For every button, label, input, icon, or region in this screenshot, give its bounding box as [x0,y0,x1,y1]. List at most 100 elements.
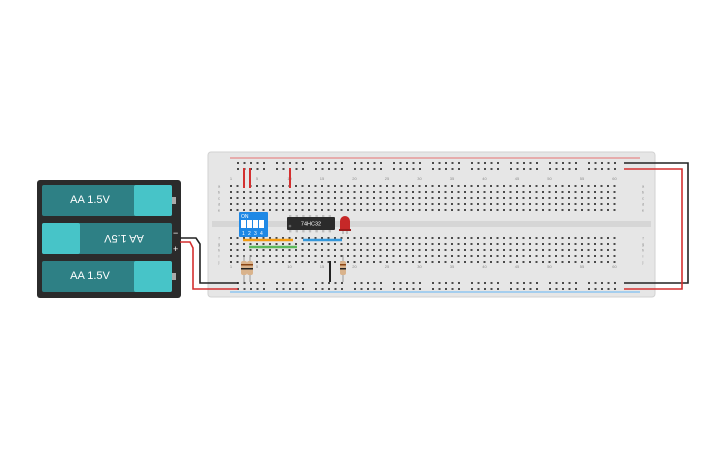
breadboard-hole[interactable] [373,185,375,187]
breadboard-hole[interactable] [347,197,349,199]
rail-hole[interactable] [328,162,330,164]
breadboard-hole[interactable] [444,237,447,239]
breadboard-hole[interactable] [249,203,252,205]
rail-hole[interactable] [282,288,285,290]
breadboard-hole[interactable] [535,261,538,263]
rail-hole[interactable] [341,282,343,284]
breadboard-hole[interactable] [587,237,590,239]
breadboard-hole[interactable] [470,249,473,251]
breadboard-hole[interactable] [483,209,486,211]
rail-hole[interactable] [321,162,324,164]
breadboard-hole[interactable] [613,185,616,187]
rail-hole[interactable] [445,162,447,164]
rail-hole[interactable] [497,168,499,170]
breadboard-hole[interactable] [522,185,525,187]
breadboard-hole[interactable] [379,209,382,211]
rail-hole[interactable] [295,282,298,284]
breadboard-hole[interactable] [451,197,453,199]
breadboard-hole[interactable] [230,191,232,193]
rail-hole[interactable] [451,168,454,170]
resistor-1[interactable] [241,255,247,282]
rail-hole[interactable] [250,282,252,284]
breadboard-hole[interactable] [464,255,466,257]
breadboard-hole[interactable] [431,255,434,257]
breadboard-hole[interactable] [392,197,395,199]
breadboard-hole[interactable] [438,203,440,205]
breadboard-hole[interactable] [529,261,531,263]
rail-hole[interactable] [568,162,571,164]
rail-hole[interactable] [516,288,519,290]
breadboard-hole[interactable] [243,209,245,211]
breadboard-hole[interactable] [314,203,317,205]
rail-hole[interactable] [412,162,415,164]
breadboard-hole[interactable] [230,185,232,187]
rail-hole[interactable] [393,282,395,284]
breadboard-hole[interactable] [243,237,245,239]
breadboard-hole[interactable] [464,185,466,187]
breadboard-hole[interactable] [483,197,486,199]
breadboard-hole[interactable] [334,203,336,205]
breadboard-hole[interactable] [483,243,486,245]
breadboard-hole[interactable] [256,191,258,193]
breadboard-hole[interactable] [509,255,512,257]
breadboard-hole[interactable] [581,203,583,205]
rail-hole[interactable] [250,288,252,290]
breadboard-hole[interactable] [477,261,479,263]
breadboard-hole[interactable] [366,203,369,205]
breadboard-hole[interactable] [353,237,356,239]
rail-hole[interactable] [393,288,395,290]
rail-hole[interactable] [419,282,421,284]
rail-hole[interactable] [432,162,434,164]
breadboard-hole[interactable] [327,243,330,245]
breadboard-hole[interactable] [275,191,278,193]
breadboard-hole[interactable] [509,237,512,239]
breadboard-hole[interactable] [568,243,570,245]
rail-hole[interactable] [276,162,278,164]
rail-hole[interactable] [256,168,259,170]
breadboard-hole[interactable] [587,249,590,251]
breadboard-hole[interactable] [431,237,434,239]
breadboard-hole[interactable] [366,197,369,199]
breadboard-hole[interactable] [483,203,486,205]
breadboard-hole[interactable] [308,185,310,187]
rail-hole[interactable] [451,282,454,284]
breadboard-hole[interactable] [275,237,278,239]
breadboard-hole[interactable] [256,203,258,205]
wire-battery-negative[interactable] [180,237,238,284]
breadboard-hole[interactable] [535,237,538,239]
breadboard-hole[interactable] [334,185,336,187]
breadboard-hole[interactable] [607,197,609,199]
breadboard-hole[interactable] [321,255,323,257]
breadboard-hole[interactable] [594,237,596,239]
breadboard-hole[interactable] [555,185,557,187]
breadboard-hole[interactable] [308,197,310,199]
breadboard-hole[interactable] [347,203,349,205]
breadboard-hole[interactable] [386,191,388,193]
breadboard-hole[interactable] [542,191,544,193]
breadboard-hole[interactable] [490,249,492,251]
rail-hole[interactable] [276,288,278,290]
breadboard-hole[interactable] [340,237,343,239]
rail-hole[interactable] [614,288,616,290]
breadboard-hole[interactable] [321,237,323,239]
rail-hole[interactable] [380,282,382,284]
breadboard-hole[interactable] [464,249,466,251]
breadboard-hole[interactable] [444,249,447,251]
rail-hole[interactable] [555,288,558,290]
breadboard-hole[interactable] [327,261,330,263]
breadboard-hole[interactable] [405,191,408,193]
breadboard-hole[interactable] [327,191,330,193]
breadboard-hole[interactable] [243,203,245,205]
breadboard-hole[interactable] [418,203,421,205]
rail-hole[interactable] [549,288,551,290]
breadboard-hole[interactable] [613,197,616,199]
breadboard-hole[interactable] [555,191,557,193]
rail-hole[interactable] [575,288,577,290]
breadboard-hole[interactable] [613,203,616,205]
breadboard-hole[interactable] [555,249,557,251]
rail-hole[interactable] [588,168,590,170]
breadboard-hole[interactable] [230,237,232,239]
breadboard-hole[interactable] [490,185,492,187]
breadboard-hole[interactable] [392,209,395,211]
breadboard-hole[interactable] [600,261,603,263]
